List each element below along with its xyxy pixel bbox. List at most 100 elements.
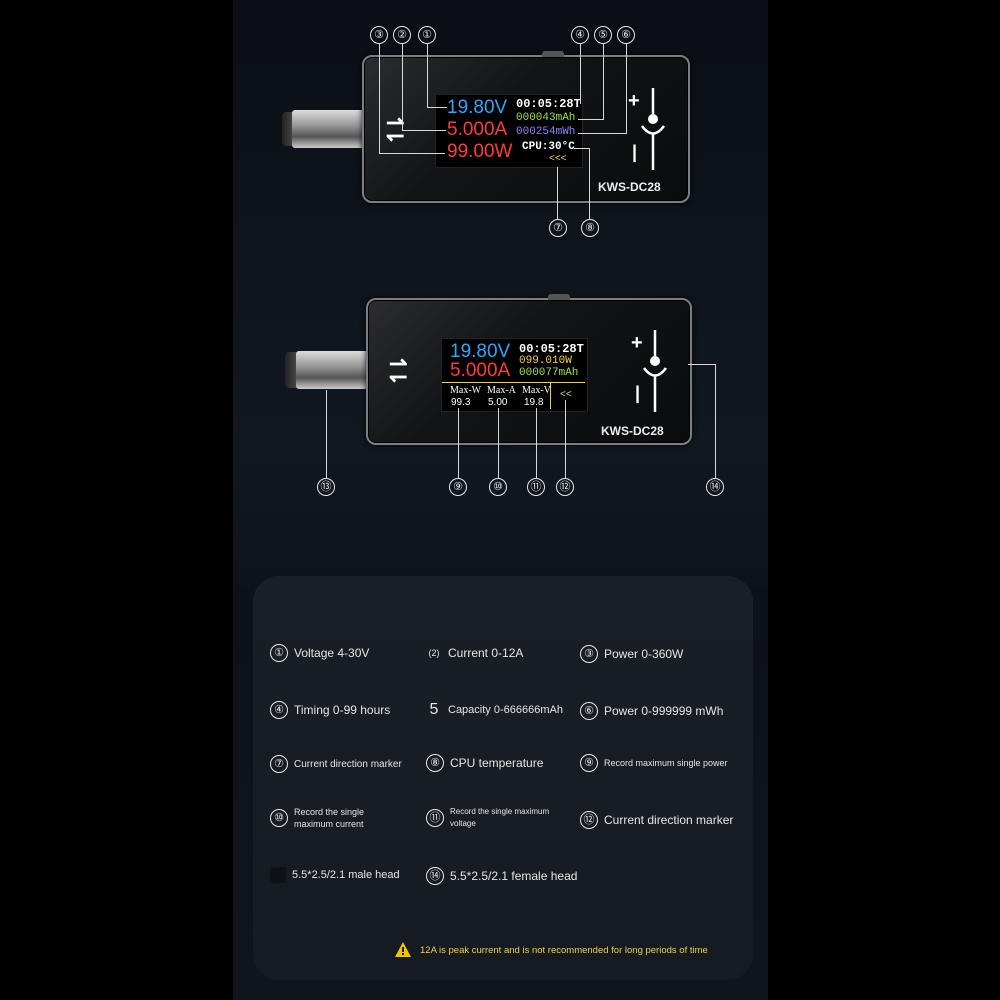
max-w-value: 99.3 <box>451 397 471 408</box>
leader-line <box>688 364 716 365</box>
legend-text: CPU temperature <box>450 756 544 770</box>
callout-14: ⑭ <box>706 478 724 496</box>
legend-item: ① Voltage 4-30V <box>270 644 369 662</box>
leader-line <box>578 119 604 120</box>
legend-number: ⑦ <box>270 755 288 773</box>
minus-icon: | <box>635 383 641 403</box>
callout-7: ⑦ <box>549 219 567 237</box>
legend-text: Record the single maximum current <box>294 807 365 829</box>
leader-line <box>565 400 566 478</box>
legend-number: ④ <box>270 701 288 719</box>
legend-item: ④ Timing 0-99 hours <box>270 701 390 719</box>
callout-8: ⑧ <box>581 219 599 237</box>
leader-line <box>402 130 446 131</box>
legend-item: 5 Capacity 0-666666mAh <box>426 701 563 719</box>
leader-line <box>603 44 604 119</box>
legend-item: (2) Current 0-12A <box>426 646 524 660</box>
callout-5: ⑤ <box>594 26 612 44</box>
backward-arrow-icon: ↽ <box>386 123 405 148</box>
warning-icon <box>395 942 411 957</box>
voltage-readout: 19.80V <box>450 341 511 362</box>
top-button <box>542 51 564 57</box>
brand-label: KWS-DC28 <box>601 424 664 438</box>
capacity-readout: 000043mAh <box>516 112 576 124</box>
leader-line <box>574 148 590 149</box>
leader-line <box>580 44 581 104</box>
legend-text: Record maximum single power <box>604 758 728 768</box>
legend-item: ⑨ Record maximum single power <box>580 754 728 772</box>
legend-number: ③ <box>580 645 598 663</box>
callout-11: ⑪ <box>527 478 545 496</box>
energy-readout: 000254mWh <box>516 126 576 138</box>
legend-number: (2) <box>428 648 440 658</box>
leader-line <box>557 167 558 219</box>
callout-13: ⑬ <box>317 478 335 496</box>
male-plug <box>292 110 364 148</box>
legend-number: ⑥ <box>580 702 598 720</box>
current-readout: 5.000A <box>450 360 511 381</box>
callout-2: ② <box>393 26 411 44</box>
current-readout: 5.000A <box>447 119 508 140</box>
leader-line <box>427 44 428 108</box>
time-readout: 00:05:28T <box>516 97 581 111</box>
leader-line <box>578 133 627 134</box>
legend-card <box>253 576 753 980</box>
legend-text: 5.5*2.5/2.1 female head <box>450 869 578 883</box>
callout-6: ⑥ <box>617 26 635 44</box>
callout-3: ③ <box>370 26 388 44</box>
switch-icon <box>642 330 668 412</box>
legend-number: ⑩ <box>270 809 288 827</box>
max-v-label: Max-V <box>522 385 551 396</box>
direction-marker: <<< <box>549 153 567 164</box>
legend-item: ⑩ Record the single maximum current <box>270 806 410 830</box>
top-button <box>548 294 570 300</box>
voltage-readout: 19.80V <box>447 97 508 118</box>
legend-text: 5.5*2.5/2.1 male head <box>292 869 400 881</box>
leader-line <box>498 408 499 478</box>
callout-9: ⑨ <box>449 478 467 496</box>
legend-text: Power 0-360W <box>604 647 684 661</box>
max-a-label: Max-A <box>487 385 516 396</box>
leader-line <box>536 408 537 478</box>
legend-text: Record the single maximum voltage <box>450 807 550 828</box>
legend-number: ⑨ <box>580 754 598 772</box>
legend-text: Timing 0-99 hours <box>294 703 391 717</box>
legend-item: ⑪ Record the single maximum voltage <box>426 806 566 830</box>
time-readout: 00:05:28T <box>519 342 584 356</box>
legend-number: ⑪ <box>426 809 444 827</box>
max-divider <box>442 382 585 383</box>
max-v-value: 19.8 <box>524 397 544 408</box>
forward-arrow-icon: ⇀ <box>386 110 405 135</box>
leader-line <box>326 390 327 478</box>
leader-line <box>589 148 590 219</box>
callout-4: ④ <box>571 26 589 44</box>
legend-text: Voltage 4-30V <box>294 646 370 660</box>
legend-item: ⑭ 5.5*2.5/2.1 female head <box>426 867 577 885</box>
power-readout: 99.00W <box>447 141 513 162</box>
legend-item: ③ Power 0-360W <box>580 645 683 663</box>
legend-number: 5 <box>429 701 439 718</box>
legend-item: ⑥ Power 0-999999 mWh <box>580 702 723 720</box>
plus-icon: + <box>628 90 640 112</box>
direction-marker: << <box>560 389 572 400</box>
legend-number: ① <box>270 644 288 662</box>
leader-line <box>715 364 716 478</box>
brand-label: KWS-DC28 <box>598 180 661 194</box>
leader-line <box>379 44 380 153</box>
leader-line <box>402 44 403 130</box>
leader-line <box>379 153 445 154</box>
legend-text: Power 0-999999 mWh <box>604 704 724 718</box>
forward-arrow-icon: ⇀ <box>389 351 408 376</box>
callout-10: ⑩ <box>489 478 507 496</box>
legend-number: ⑭ <box>426 867 444 885</box>
legend-number <box>270 867 286 883</box>
display-screen <box>441 338 588 412</box>
warning-text: 12A is peak current and is not recommend… <box>420 945 708 956</box>
leader-line <box>458 408 459 478</box>
legend-text: Current 0-12A <box>448 646 524 660</box>
male-plug <box>296 351 368 389</box>
backward-arrow-icon: ↽ <box>389 364 408 389</box>
power-readout: 099.010W <box>519 355 572 367</box>
max-a-value: 5.00 <box>488 397 508 408</box>
cpu-readout: CPU:30°C <box>522 141 575 153</box>
